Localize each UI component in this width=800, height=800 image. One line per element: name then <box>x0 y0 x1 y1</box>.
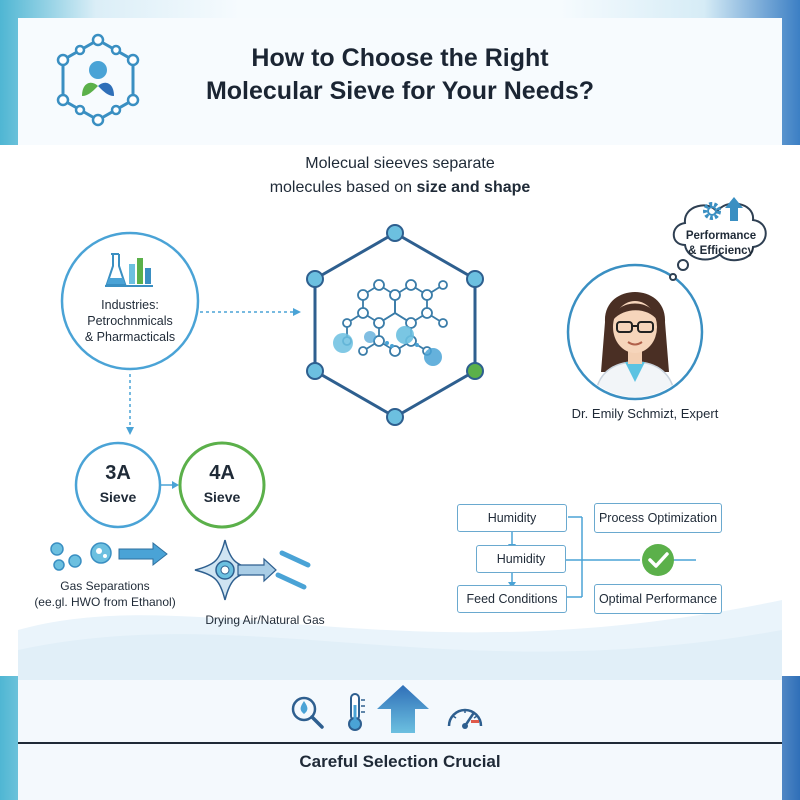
flow-box-humidity-2: Humidity <box>476 545 566 573</box>
industries-label: Industries: Petrochnmicals & Pharmactica… <box>84 298 176 344</box>
arrow-up-icon <box>725 197 743 221</box>
thermometer-icon <box>348 693 365 731</box>
connector-down-arrow <box>126 374 134 435</box>
sieve-3a-label: 3A Sieve <box>99 462 137 505</box>
sieve-4a-circle <box>178 441 266 529</box>
flow-box-feed-conditions: Feed Conditions <box>457 585 567 613</box>
gear-icon <box>703 202 721 220</box>
gas-separation-icon <box>50 541 168 571</box>
expert-avatar <box>566 263 704 401</box>
page-title: How to Choose the Right Molecular Sieve … <box>205 44 595 105</box>
drying-label: Drying Air/Natural Gas <box>205 613 325 627</box>
sieve-arrow <box>161 481 179 489</box>
sieve-4a-label: 4A Sieve <box>203 462 241 505</box>
drying-flow-icon <box>194 539 311 601</box>
connector-right-arrow <box>200 308 301 316</box>
molecule-logo-icon <box>56 33 140 127</box>
flask-icon <box>105 253 153 287</box>
industries-circle <box>60 231 200 371</box>
gauge-icon <box>447 708 483 729</box>
header-band <box>0 0 800 145</box>
gas-separation-label: Gas Separations (ee.gl. HWO from Ethanol… <box>34 579 176 609</box>
background-wave <box>18 600 782 680</box>
check-icon <box>642 544 674 576</box>
footer-text: Careful Selection Crucial <box>299 752 501 771</box>
big-up-arrow-icon <box>377 685 429 733</box>
flow-box-process-optimization: Process Optimization <box>594 503 722 533</box>
thought-text: Performance & Efficiency <box>685 230 757 257</box>
flow-box-humidity-1: Humidity <box>457 504 567 532</box>
expert-name: Dr. Emily Schmizt, Expert <box>571 406 719 421</box>
sieve-3a-circle <box>74 441 162 529</box>
magnifier-droplet-icon <box>291 696 324 729</box>
footer-divider <box>18 742 782 744</box>
thought-bubble <box>669 202 767 281</box>
intro-text: Molecual sieeves separate molecules base… <box>269 155 531 196</box>
molecular-sieve-diagram <box>306 224 484 426</box>
flow-box-optimal-performance: Optimal Performance <box>594 584 722 614</box>
